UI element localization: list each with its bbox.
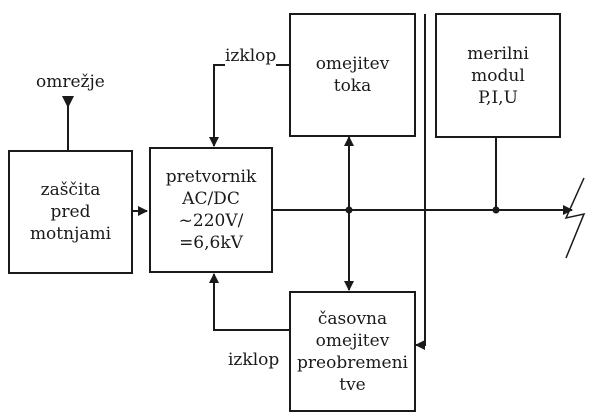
switch-off-label-bottom: izklop xyxy=(228,350,280,370)
protection-block: zaščita pred motnjami xyxy=(8,150,133,274)
lightning-symbol xyxy=(564,177,586,259)
current-limiter-block: omejitev toka xyxy=(289,13,416,137)
switch-off-bottom-wire xyxy=(209,273,289,331)
measurement-module-block-label: merilni modul P,I,U xyxy=(467,43,529,108)
grid-input-arrow xyxy=(62,96,74,108)
current-limiter-block-label: omejitev toka xyxy=(315,54,390,96)
converter-block: pretvornik AC/DC ~220V/ =6,6kV xyxy=(149,147,273,273)
switch-off-label-top: izklop xyxy=(225,46,277,66)
overload-limiter-block-label: časovna omejitev preobremeni tve xyxy=(297,308,408,395)
junction-dot xyxy=(345,206,353,214)
switch-off-top-wire xyxy=(209,64,289,147)
converter-block-label: pretvornik AC/DC ~220V/ =6,6kV xyxy=(165,167,257,253)
protection-block-label: zaščita pred motnjami xyxy=(29,180,112,244)
junction-dot xyxy=(492,206,500,214)
measurement-module-block: merilni modul P,I,U xyxy=(435,13,561,138)
overload-feedback-wire xyxy=(415,14,426,350)
overload-limiter-block: časovna omejitev preobremeni tve xyxy=(289,291,416,412)
grid-label: omrežje xyxy=(36,72,105,92)
